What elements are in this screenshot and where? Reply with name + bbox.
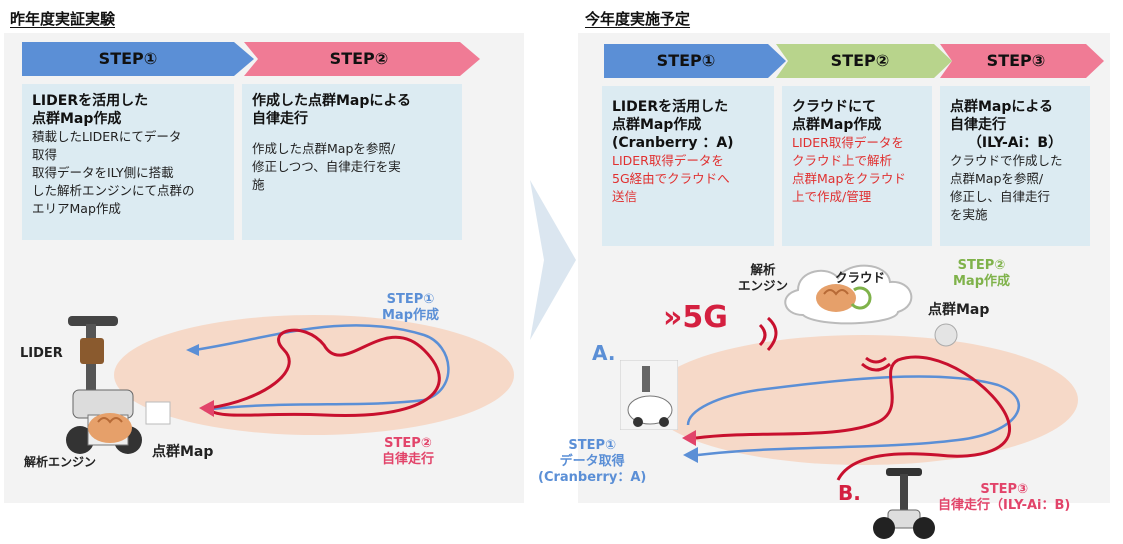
box-title-line: 点群Mapによる [950, 99, 1053, 115]
box-title-line: 作成した点群Mapによる [252, 93, 411, 109]
right-step3-caption: STEP③ 自律走行（ILY-Ai：B) [938, 482, 1070, 514]
left-step1-caption: STEP① Map作成 [382, 292, 439, 324]
box-title-line: (Cranberry ：A) [612, 135, 734, 151]
right-step-1-description: LIDERを活用した 点群Map作成 (Cranberry ：A) LIDER取… [602, 86, 774, 246]
box-title-line: （ILY-Ai：B） [967, 135, 1063, 151]
caption-line: Map作成 [382, 308, 440, 323]
box-body-line: エリアMap作成 [32, 201, 121, 216]
box-body-line: 修正しつつ、自律走行を実 [252, 159, 401, 174]
right-engine-label: 解析 エンジン [738, 262, 788, 294]
box-body-line: 取得 [32, 147, 58, 162]
fiveg-label: 5G [682, 300, 728, 335]
caption-line: STEP① [386, 292, 435, 307]
right-step1-caption: STEP① データ取得 (Cranberry：A) [538, 438, 646, 486]
robot-a-icon [620, 360, 678, 430]
left-track-scene [114, 315, 514, 435]
caption-line: STEP③ [980, 482, 1029, 497]
right-cloud-label: クラウド [835, 270, 886, 285]
box-red-line: 5G経由でクラウドへ [612, 171, 730, 186]
caption-line: STEP② [384, 436, 432, 451]
box-red-line: クラウド上で解析 [792, 153, 893, 168]
right-step-1-bar: STEP① [604, 44, 786, 78]
robot-b-icon [873, 468, 935, 539]
caption-line: 自律走行 [382, 452, 435, 467]
right-step-3-label: STEP③ [986, 51, 1046, 70]
box-body-line: 積載したLIDERにてデータ [32, 129, 182, 144]
left-step-2-description: 作成した点群Mapによる 自律走行 作成した点群Mapを参照/ 修正しつつ、自律… [242, 84, 462, 240]
caption-line: STEP① [568, 438, 616, 453]
box-body-line: を実施 [950, 207, 988, 222]
right-track-scene [648, 264, 1078, 481]
box-body-line: 点群Mapを参照/ [950, 171, 1044, 186]
box-body-line: した解析エンジンにて点群の [32, 183, 195, 198]
right-pointmap-label: 点群Map [928, 302, 990, 318]
box-red-line: 上で作成/管理 [792, 189, 872, 204]
right-b-marker: B. [838, 481, 861, 505]
left-engine-label: 解析エンジン [24, 455, 97, 469]
box-body-line: 修正し、自律走行 [950, 189, 1051, 204]
box-title-line: クラウドにて [792, 99, 876, 115]
right-step-2-description: クラウドにて 点群Map作成 LIDER取得データを クラウド上で解析 点群Ma… [782, 86, 932, 246]
right-step-3-description: 点群Mapによる 自律走行 （ILY-Ai：B） クラウドで作成した 点群Map… [940, 86, 1090, 246]
robot-with-lider-icon [66, 316, 142, 454]
left-step-1-label: STEP① [98, 49, 158, 68]
box-title-line: 点群Map作成 [32, 111, 122, 127]
left-lider-label: LIDER [20, 346, 63, 361]
right-a-marker: A. [592, 341, 616, 365]
right-section-title: 今年度実施予定 [585, 10, 691, 28]
fiveg-mark: »5G [663, 302, 728, 334]
box-red-line: 点群Mapをクラウド [792, 171, 906, 186]
left-step-2-bar: STEP② [244, 42, 480, 76]
box-body-line: 施 [252, 177, 265, 192]
left-step-1-bar: STEP① [22, 42, 254, 76]
transition-arrow [530, 180, 576, 340]
box-title-line: 点群Map作成 [612, 117, 702, 133]
box-title-line: 自律走行 [950, 117, 1006, 133]
box-title-line: LIDERを活用した [612, 99, 729, 115]
right-step2-caption: STEP② Map作成 [953, 258, 1010, 290]
caption-line: (Cranberry：A) [538, 470, 647, 485]
right-step-3-bar: STEP③ [940, 44, 1104, 78]
fiveg-chevrons: » [663, 300, 683, 335]
left-pointmap-label: 点群Map [152, 444, 214, 460]
left-step-2-label: STEP② [329, 49, 389, 68]
right-step-2-label: STEP② [830, 51, 890, 70]
left-step2-caption: STEP② 自律走行 [382, 436, 434, 468]
box-title-line: 自律走行 [252, 111, 308, 127]
left-section-title: 昨年度実証実験 [10, 10, 116, 28]
left-pointmap-icon [145, 401, 171, 425]
caption-line: エンジン [738, 278, 789, 293]
box-title-line: 点群Map作成 [792, 117, 882, 133]
box-body-line: クラウドで作成した [950, 153, 1063, 168]
box-body-line: 作成した点群Mapを参照/ [252, 141, 396, 156]
left-step-1-description: LIDERを活用した 点群Map作成 積載したLIDERにてデータ 取得 取得デ… [22, 84, 234, 240]
caption-line: 自律走行（ILY-Ai：B) [938, 498, 1071, 513]
caption-line: 解析 [750, 262, 776, 277]
box-red-line: 送信 [612, 189, 638, 204]
right-step-1-label: STEP① [656, 51, 716, 70]
box-red-line: LIDER取得データを [612, 153, 724, 168]
caption-line: Map作成 [953, 274, 1011, 289]
right-step-2-bar: STEP② [776, 44, 952, 78]
caption-line: STEP② [957, 258, 1006, 273]
box-title-line: LIDERを活用した [32, 93, 149, 109]
box-body-line: 取得データをILY側に搭載 [32, 165, 174, 180]
box-red-line: LIDER取得データを [792, 135, 904, 150]
caption-line: データ取得 [559, 454, 625, 469]
